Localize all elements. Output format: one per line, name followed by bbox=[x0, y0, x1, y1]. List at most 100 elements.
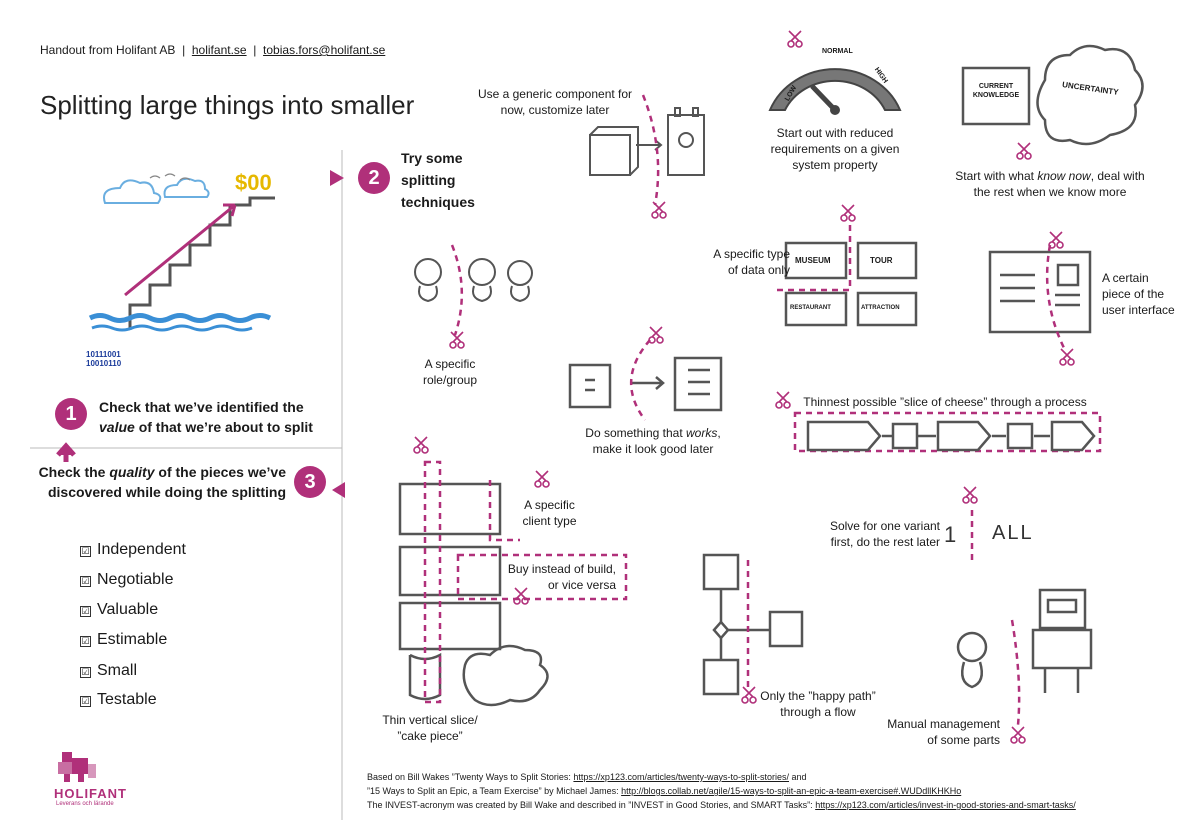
step-3-label: Check the quality of the pieces we’ve di… bbox=[38, 464, 286, 500]
cut-line bbox=[775, 225, 852, 292]
cut-box bbox=[793, 411, 1102, 453]
caption-vertical-slice: Thin vertical slice/”cake piece” bbox=[382, 713, 478, 743]
scissors-icon bbox=[775, 391, 791, 409]
footer-references: Based on Bill Wakes ”Twenty Ways to Spli… bbox=[367, 772, 1076, 810]
gauge-icon bbox=[768, 68, 902, 115]
caption-buy-build: Buy instead of build,or vice versa bbox=[507, 562, 616, 592]
reference-link[interactable]: https://xp123.com/articles/invest-in-goo… bbox=[815, 800, 1076, 810]
works-sketch bbox=[568, 356, 723, 412]
checkbox-icon: ☑ bbox=[80, 576, 91, 587]
growth-arrow-icon bbox=[124, 203, 236, 297]
left-arrow-icon bbox=[332, 482, 345, 498]
caption-cheese: Thinnest possible ”slice of cheese” thro… bbox=[803, 395, 1087, 409]
data-type-cards bbox=[784, 241, 918, 327]
cloud-icon bbox=[103, 177, 210, 204]
invest-item: ☑Independent bbox=[80, 541, 186, 558]
robot-icon bbox=[1031, 588, 1093, 693]
scissors-icon bbox=[449, 331, 465, 349]
reference-link[interactable]: http://blogs.collab.net/agile/15-ways-to… bbox=[621, 786, 962, 796]
caption-know-now: Start with what know now, deal with the … bbox=[955, 169, 1145, 199]
process-flow-sketch bbox=[806, 420, 1096, 452]
money-text: $00 bbox=[235, 170, 272, 195]
step-3-badge: 3 bbox=[294, 466, 326, 498]
checkbox-icon: ☑ bbox=[80, 696, 91, 707]
restaurant-label: RESTAURANT bbox=[790, 305, 831, 311]
step-1-badge: 1 bbox=[55, 398, 87, 430]
invest-item: ☑Negotiable bbox=[80, 571, 174, 588]
email-link[interactable]: tobias.fors@holifant.se bbox=[263, 43, 386, 57]
checkbox-icon: ☑ bbox=[80, 546, 91, 557]
scissors-icon bbox=[1010, 726, 1026, 744]
all-label: ALL bbox=[992, 522, 1034, 544]
generic-component-sketch bbox=[589, 107, 705, 176]
checkbox-icon: ☑ bbox=[80, 667, 91, 678]
knowledge-sketch bbox=[961, 44, 1144, 146]
cut-box bbox=[423, 460, 442, 704]
scissors-icon bbox=[1048, 231, 1064, 249]
stairs-icon bbox=[128, 196, 275, 330]
people-icon bbox=[414, 258, 533, 303]
ui-piece-sketch bbox=[988, 250, 1092, 334]
cut-line bbox=[1010, 619, 1021, 726]
person-icon bbox=[956, 631, 988, 689]
happy-path-sketch bbox=[702, 553, 804, 696]
step-1-label: Check that we’ve identified the value of… bbox=[99, 399, 313, 435]
invest-item: ☑Small bbox=[80, 662, 138, 679]
cut-line bbox=[450, 244, 463, 336]
header-line: Handout from Holifant AB | holifant.se |… bbox=[40, 43, 385, 57]
one-label: 1 bbox=[944, 522, 957, 547]
site-link[interactable]: holifant.se bbox=[191, 43, 247, 57]
scissors-icon bbox=[1016, 142, 1032, 160]
invest-item: ☑Estimable bbox=[80, 631, 168, 648]
header-separator: | bbox=[182, 43, 186, 57]
reference-link[interactable]: https://xp123.com/articles/twenty-ways-t… bbox=[573, 772, 789, 782]
cut-box bbox=[456, 553, 628, 601]
logo-tagline: Leverans och lärande bbox=[56, 801, 114, 807]
gauge-normal-label: NORMAL bbox=[822, 48, 853, 55]
invest-item: ☑Testable bbox=[80, 691, 157, 708]
step-2-badge: 2 bbox=[358, 162, 390, 194]
up-arrow-icon bbox=[56, 442, 76, 462]
checkbox-icon: ☑ bbox=[80, 606, 91, 617]
scissors-icon bbox=[413, 436, 429, 454]
scissors-icon bbox=[840, 204, 856, 222]
invest-item: ☑Valuable bbox=[80, 601, 159, 618]
cut-line bbox=[641, 94, 660, 206]
scissors-icon bbox=[534, 470, 550, 488]
birds-icon bbox=[149, 173, 191, 181]
cut-line bbox=[1045, 244, 1067, 351]
cake-stack-sketch bbox=[398, 482, 549, 707]
attraction-label: ATTRACTION bbox=[861, 305, 900, 311]
scissors-icon bbox=[741, 686, 757, 704]
scissors-icon bbox=[651, 201, 667, 219]
cut-line bbox=[488, 480, 520, 542]
scissors-icon bbox=[787, 30, 803, 48]
scissors-icon bbox=[1059, 348, 1075, 366]
page-title: Splitting large things into smaller bbox=[40, 90, 415, 120]
museum-label: MUSEUM bbox=[795, 256, 831, 265]
scissors-icon bbox=[513, 587, 529, 605]
water-icon bbox=[88, 313, 272, 323]
holifant-logo-icon bbox=[58, 752, 96, 782]
cut-line bbox=[630, 339, 651, 421]
tour-label: TOUR bbox=[870, 256, 893, 265]
logo-name: HOLIFANT bbox=[54, 786, 127, 801]
header-separator: | bbox=[253, 43, 257, 57]
caption-happy-path: Only the ”happy path”through a flow bbox=[760, 689, 876, 719]
scissors-icon bbox=[648, 326, 664, 344]
checkbox-icon: ☑ bbox=[80, 636, 91, 647]
header-prefix: Handout from Holifant AB bbox=[40, 43, 176, 57]
caption-works: Do something that works, make it look go… bbox=[585, 426, 721, 456]
